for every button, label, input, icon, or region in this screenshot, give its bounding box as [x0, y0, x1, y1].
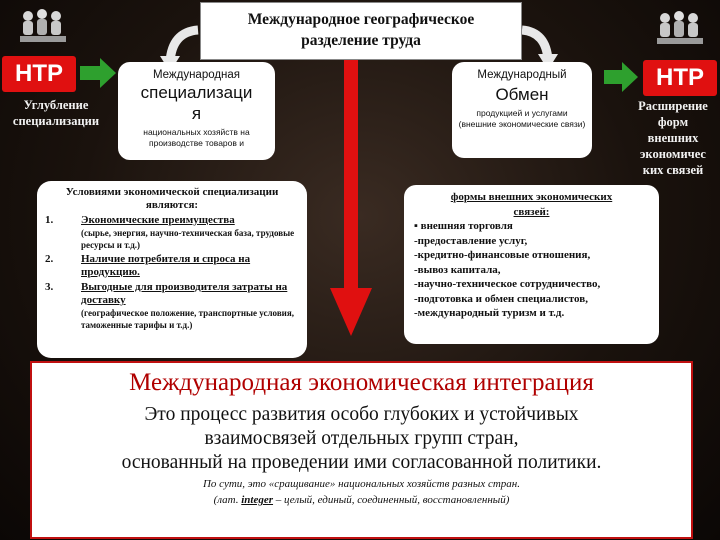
integration-body-line: взаимосвязей отдельных групп стран,: [204, 428, 519, 449]
left-side-line: специализации: [12, 114, 100, 128]
spec-head: Международная: [152, 69, 241, 81]
exch-big: Обмен: [495, 85, 549, 104]
title-line-2: разделение труда: [301, 32, 421, 49]
condition-number: 1.: [45, 214, 54, 226]
left-side-line: Углубление: [23, 98, 89, 112]
people-group-icon-right: [657, 11, 703, 44]
condition-item: 2. Наличие потребителя и спроса на проду…: [45, 253, 299, 279]
integration-body-line: основанный на проведении ими согласованн…: [121, 452, 602, 473]
forms-item: -предоставление услуг,: [414, 234, 528, 247]
condition-number: 2.: [45, 253, 54, 265]
green-arrow-left: [80, 58, 116, 88]
ntr-badge-left: НТР: [2, 56, 76, 92]
central-red-arrow: [330, 60, 372, 336]
spec-tiny-text: национальных хозяйств на производстве то…: [143, 127, 250, 148]
integration-box: Международная экономическая интеграция Э…: [30, 361, 693, 539]
exch-head: Международный: [477, 69, 567, 81]
ntr-badge-right: НТР: [643, 60, 717, 96]
forms-header-1: формы внешних экономических: [450, 191, 613, 203]
forms-item: ▪ внешняя торговля: [414, 220, 513, 232]
right-side-caption: Расширение форм внешних экономичес ких с…: [626, 98, 720, 178]
right-side-line: экономичес: [640, 147, 706, 161]
title-line-1: Международное географическое: [247, 11, 475, 28]
condition-number: 3.: [45, 281, 54, 293]
right-side-line: ких связей: [642, 163, 704, 177]
people-group-icon-left: [20, 9, 66, 42]
forms-item: -кредитно-финансовые отношения,: [414, 249, 591, 261]
note2-latin-word: integer: [241, 494, 274, 506]
integration-note-2: (лат. integer – целый, единый, соединенн…: [32, 494, 691, 506]
condition-text: Наличие потребителя и спроса на продукци…: [81, 253, 251, 278]
condition-subtext: (географическое положение, транспортные …: [81, 308, 294, 330]
forms-header-2: связей:: [513, 205, 550, 218]
integration-body: Это процесс развития особо глубоких и ус…: [32, 403, 691, 475]
right-side-line: форм: [657, 115, 689, 129]
right-side-line: внешних: [647, 131, 699, 145]
condition-item: 1. Экономические преимущества: [45, 214, 299, 227]
integration-note-1: По сути, это «сращивание» национальных х…: [202, 478, 521, 490]
condition-subtext: (сырье, энергия, научно-техническая база…: [81, 228, 295, 250]
spec-big-line-1: специализаци: [140, 83, 253, 102]
right-side-line: Расширение: [638, 99, 708, 113]
integration-body-line: Это процесс развития особо глубоких и ус…: [144, 404, 579, 425]
forms-item: -вывоз капитала,: [414, 263, 501, 276]
condition-text: Экономические преимущества: [81, 214, 235, 226]
exchange-box: Международный Обмен продукцией и услугам…: [452, 62, 592, 158]
conditions-header-2: являются:: [145, 199, 199, 211]
forms-box: формы внешних экономических связей: ▪ вн…: [404, 185, 659, 344]
specialization-box: Международная специализаци я национальны…: [118, 62, 275, 160]
left-side-caption: Углубление специализации: [0, 97, 112, 129]
green-arrow-right: [604, 62, 638, 92]
integration-title: Международная экономическая интеграция: [129, 369, 594, 396]
condition-item: 3. Выгодные для производителя затраты на…: [45, 281, 299, 307]
title-box: Международное географическое разделение …: [200, 2, 522, 60]
forms-item: -международный туризм и т.д.: [414, 307, 565, 319]
note2-prefix: (лат.: [213, 494, 242, 506]
forms-item: -научно-техническое сотрудничество,: [414, 278, 601, 290]
conditions-header-1: Условиями экономической специализации: [65, 186, 279, 198]
condition-text: Выгодные для производителя затраты на до…: [81, 281, 288, 306]
forms-item: -подготовка и обмен специалистов,: [414, 292, 588, 305]
exch-tiny-text: продукцией и услугами (внешние экономиче…: [458, 108, 586, 129]
spec-big-line-2: я: [191, 104, 202, 123]
conditions-box: Условиями экономической специализации яв…: [37, 181, 307, 358]
note2-suffix: – целый, единый, соединенный, восстановл…: [273, 494, 510, 506]
